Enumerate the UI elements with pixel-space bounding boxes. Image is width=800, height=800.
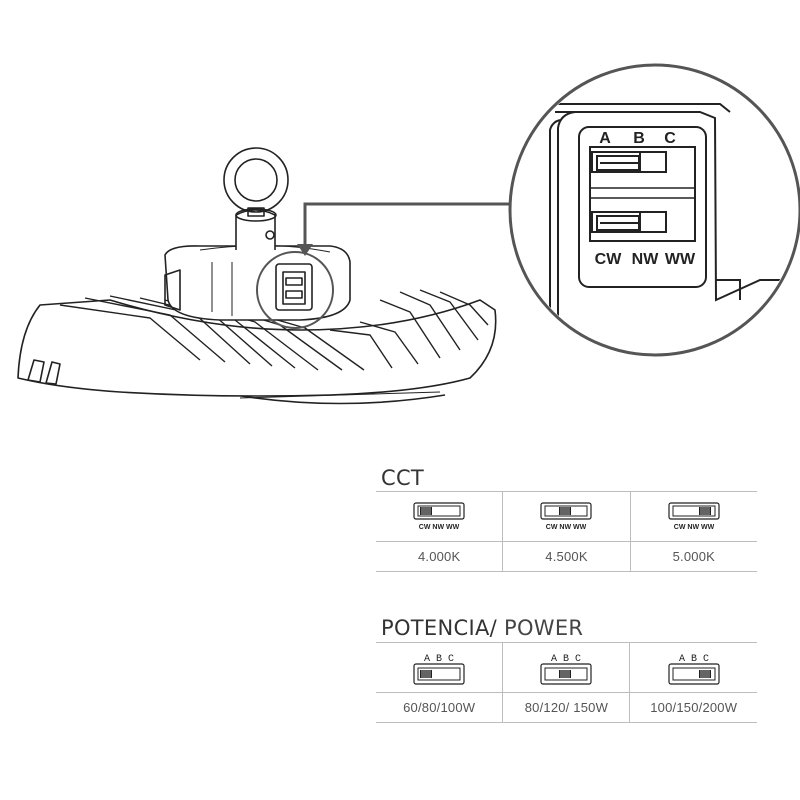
cct-icon-row: CW NW WW CW NW WW CW NW WW [376,491,757,542]
cct-title: CCT [381,466,424,490]
zoom-label-c: C [664,130,676,147]
dip-switch-box [275,263,313,311]
power-value-row: 60/80/100W 80/120/ 150W 100/150/200W [376,692,757,723]
power-switch-cell: A B C [502,642,631,693]
power-title-main: POTENCIA/ [381,616,497,640]
zoom-label-nw: NW [632,251,660,268]
callout-line [303,202,520,248]
power-title: POTENCIA/ POWER [381,616,583,640]
zoom-label-a: A [599,130,611,147]
svg-text:CW NW WW: CW NW WW [674,524,715,531]
eye-bolt-ring [223,147,289,213]
zoom-indicator-small [256,251,334,329]
power-switch-icon-left: A B C [413,651,465,685]
power-value: 80/120/ 150W [502,692,631,723]
power-switch-icon-center: A B C [540,651,592,685]
power-icon-row: A B C A B C A B C [376,642,757,693]
cct-table: CW NW WW CW NW WW CW NW WW 4.000K 4.500K… [376,491,757,572]
svg-text:CW NW WW: CW NW WW [546,524,587,531]
cct-switch-icon-center: CW NW WW [540,501,593,532]
cct-title-text: CCT [381,466,425,490]
power-switch-icon-right: A B C [668,651,720,685]
power-switch-cell: A B C [376,642,504,693]
svg-text:A B C: A B C [551,654,581,665]
zoom-label-cw: CW [595,251,623,268]
zoom-detail: A B C CW NW WW [508,63,800,357]
power-value: 100/150/200W [629,692,757,723]
heat-fins [59,289,489,371]
power-title-sub: POWER [497,616,584,640]
ufo-highbay-illustration: A B C CW NW WW [17,63,800,405]
zoom-label-b: B [633,130,645,147]
power-table: A B C A B C A B C 60/80/100W 80/120/ 150… [376,642,757,723]
lens-ring [234,394,446,405]
zoom-label-ww: WW [665,251,696,268]
cct-value: 4.000K [376,541,504,572]
svg-text:CW NW WW: CW NW WW [419,524,460,531]
cct-switch-icon-right: CW NW WW [668,501,720,532]
cct-switch-cell: CW NW WW [502,491,631,542]
cct-switch-cell: CW NW WW [629,491,757,542]
cct-value-row: 4.000K 4.500K 5.000K [376,541,757,572]
cct-value: 4.500K [502,541,631,572]
power-switch-cell: A B C [629,642,757,693]
cct-switch-cell: CW NW WW [376,491,504,542]
power-value: 60/80/100W [376,692,504,723]
svg-text:A B C: A B C [424,654,454,665]
cct-value: 5.000K [629,541,757,572]
cct-switch-icon-left: CW NW WW [413,501,465,532]
svg-text:A B C: A B C [679,654,709,665]
